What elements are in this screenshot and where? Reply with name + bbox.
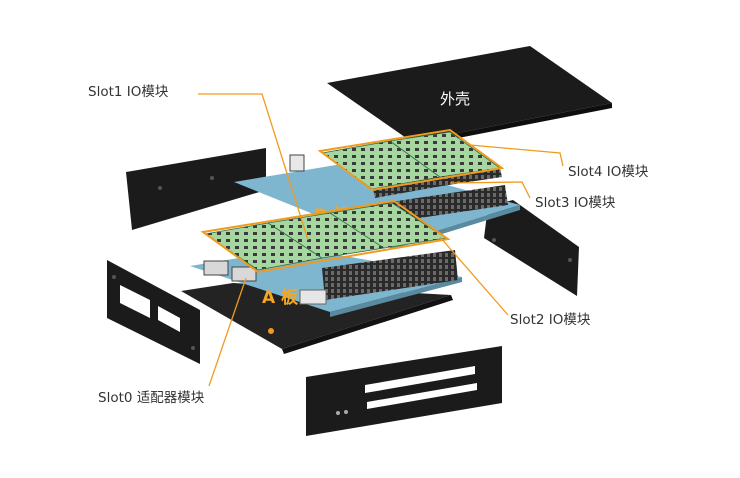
callout-leaders <box>198 93 564 387</box>
top-cover: 外壳 <box>327 46 612 147</box>
front-panel <box>306 346 502 436</box>
slot1-leader <box>198 93 309 241</box>
upper-io-modules <box>317 128 505 198</box>
left-side-panel <box>126 148 266 230</box>
slot3-leader <box>449 181 531 199</box>
cover-label: 外壳 <box>440 90 470 108</box>
slot3-label: Slot3 IO模块 <box>535 195 616 211</box>
slot1-label: Slot1 IO模块 <box>88 84 169 100</box>
slot2-label: Slot2 IO模块 <box>510 312 591 328</box>
lower-io-modules <box>200 199 451 274</box>
slot4-label: Slot4 IO模块 <box>568 164 649 180</box>
board-a-label: A 板 <box>262 287 299 308</box>
slot4-leader <box>469 144 564 167</box>
slot2-leader <box>439 236 509 316</box>
slot0-label: Slot0 适配器模块 <box>98 390 205 406</box>
left-front-panel <box>107 260 200 364</box>
slot0-leader <box>208 277 247 387</box>
